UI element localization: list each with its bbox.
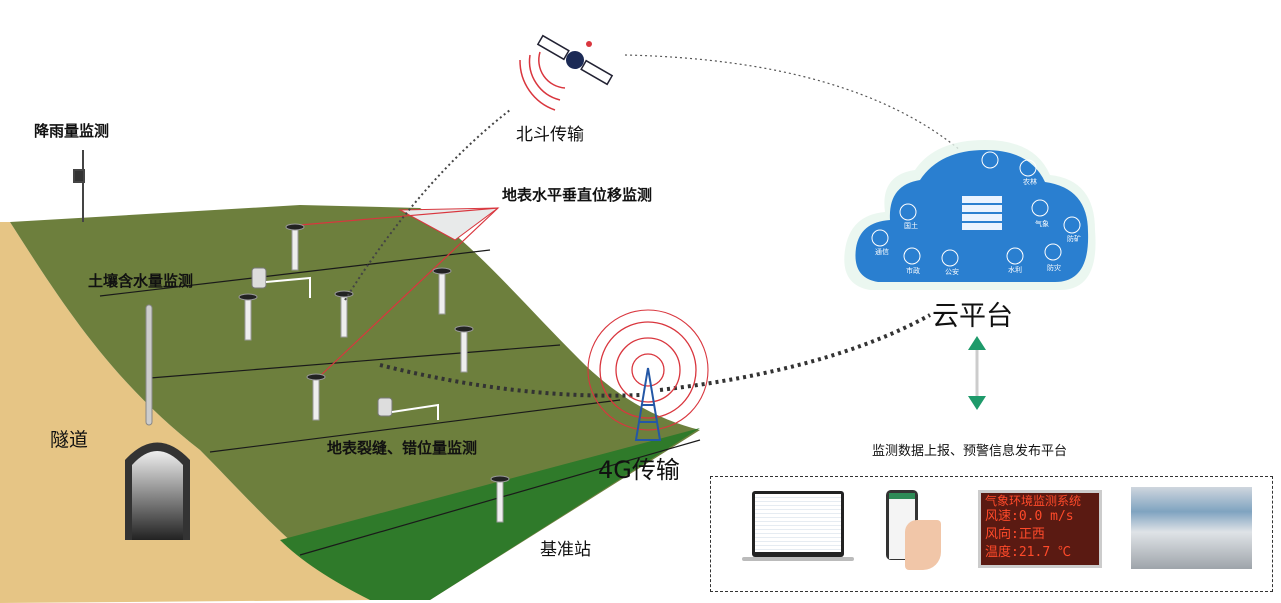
cloud-sector-label: 国土 [904, 221, 918, 230]
led-display: 气象环境监测系统 风速:0.0 m/s 风向:正西 温度:21.7 ℃ [978, 490, 1102, 568]
satellite-icon [519, 34, 614, 111]
cloud-sector-label: 气象 [1035, 219, 1049, 228]
4g-link [379, 363, 641, 398]
tunnel-entrance [125, 442, 190, 540]
gnss-monitoring-stations [238, 223, 510, 523]
bidirectional-arrow-icon [968, 336, 986, 410]
platform-description: 监测数据上报、预警信息发布平台 [872, 444, 1068, 459]
terminal-devices-panel [710, 476, 1273, 592]
cloud-sector-label: 通信 [875, 247, 889, 256]
led-title: 气象环境监测系统 [985, 494, 1082, 508]
displacement-monitoring-label: 地表水平垂直位移监测 [502, 186, 653, 204]
led-row: 风向:正西 [985, 527, 1045, 542]
rain-gauge [73, 150, 85, 222]
cloud-platform-label: 云平台 [932, 301, 1013, 332]
satellite-cloud-link [624, 54, 961, 151]
cloud-sector-label: 农林 [1023, 177, 1037, 186]
cloud-sector-label: 市政 [906, 266, 920, 275]
laptop-image [742, 491, 854, 563]
base-station-label: 基准站 [540, 540, 591, 560]
4g-transmission-label: 4G传输 [598, 456, 680, 484]
soil-moisture-label: 土壤含水量监测 [88, 272, 194, 290]
4g-cloud-link [659, 313, 931, 392]
crack-meters [251, 267, 439, 420]
cloud-sector-label: 公安 [945, 267, 959, 276]
tunnel-label: 隧道 [50, 429, 89, 451]
flat-ground [280, 428, 700, 600]
control-room-image [1131, 487, 1252, 569]
led-row: 风速:0.0 m/s [985, 509, 1074, 524]
soil-moisture-probe [145, 304, 153, 426]
crack-monitoring-label: 地表裂缝、错位量监测 [327, 439, 478, 457]
cell-tower-icon [587, 309, 709, 441]
rainfall-monitoring-label: 降雨量监测 [34, 122, 110, 140]
cloud-sector-label: 防矿 [1067, 234, 1081, 243]
cloud-platform-icon: 农林 国土 气象 通信 防矿 市政 公安 水利 防灾 [844, 140, 1096, 290]
cloud-sector-label: 水利 [1008, 265, 1022, 274]
beidou-transmission-label: 北斗传输 [516, 125, 584, 145]
soil-cross-section [0, 222, 370, 603]
hand-image [905, 520, 941, 570]
led-row: 温度:21.7 ℃ [985, 545, 1071, 560]
displacement-indicator [398, 207, 500, 241]
cloud-sector-label: 防灾 [1047, 263, 1061, 272]
